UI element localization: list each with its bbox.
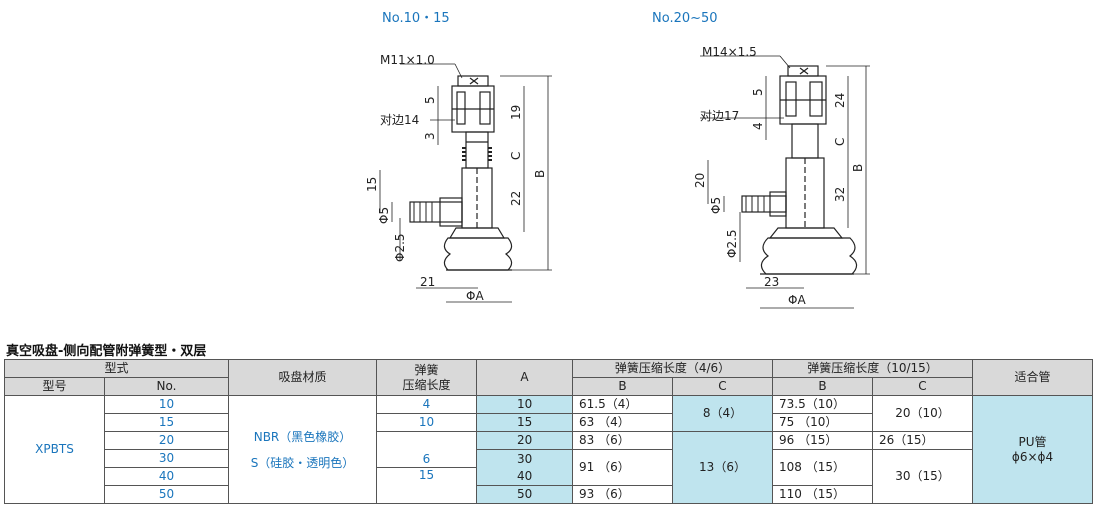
right-dim-b: B [851, 164, 865, 172]
no-cell: 40 [104, 467, 229, 486]
header-spring-line2: 压缩长度 [402, 377, 451, 392]
a-cell: 10 [476, 395, 573, 414]
header-group2: 弹簧压缩长度（10/15） [772, 359, 973, 378]
c1-cell: 13（6） [672, 431, 773, 504]
spring-cell: 4 [376, 395, 477, 414]
b2-cell: 108 （15） [772, 449, 873, 486]
right-dim-phi5: Φ5 [709, 197, 723, 214]
right-dim-5: 5 [751, 88, 765, 96]
tube-line2: ϕ6×ϕ4 [1011, 449, 1054, 464]
left-dim-phi25: Φ2.5 [393, 233, 407, 262]
table-row: 15 10 15 63 （4） 75 （10） [5, 413, 1093, 432]
right-thread-label: M14×1.5 [702, 45, 757, 59]
header-spring: 弹簧压缩长度 [376, 359, 477, 396]
no-cell: 20 [104, 431, 229, 450]
c2-cell: 30（15） [872, 449, 973, 504]
left-dim-21: 21 [420, 275, 435, 289]
left-dim-3: 3 [423, 132, 437, 140]
header-no: No. [104, 377, 229, 396]
right-dim-c: C [833, 138, 847, 146]
no-cell: 10 [104, 395, 229, 414]
left-dim-phia: ΦA [466, 289, 484, 303]
a-value: 30 [517, 451, 533, 466]
spring-cell: 10 [376, 413, 477, 432]
right-dim-phi25: Φ2.5 [725, 229, 739, 258]
b2-cell: 96 （15） [772, 431, 873, 450]
a-cell: 15 [476, 413, 573, 432]
right-drawing-title: No.20~50 [652, 11, 718, 26]
drawings-svg: No.10・15 [365, 11, 870, 309]
spring-cell: 6 [376, 431, 477, 468]
b1-cell: 91 （6） [572, 449, 673, 486]
tube-line1: PU管 [1018, 434, 1047, 449]
left-dim-22: 22 [509, 191, 523, 206]
material-cell: NBR（黑色橡胶） S（硅胶・透明色） [228, 395, 377, 504]
right-dim-24: 24 [833, 93, 847, 108]
b1-cell: 61.5（4） [572, 395, 673, 414]
b1-cell: 83 （6） [572, 431, 673, 450]
table-header-row-1: 型式 吸盘材质 弹簧压缩长度 A 弹簧压缩长度（4/6） 弹簧压缩长度（10/1… [4, 359, 1093, 396]
right-dim-20: 20 [693, 173, 707, 188]
c2-cell: 20（10） [872, 395, 973, 432]
c1-cell: 8（4） [672, 395, 773, 432]
no-cell: 15 [104, 413, 229, 432]
left-dimensions [379, 63, 552, 303]
header-model-no: 型号 [4, 377, 105, 396]
header-a: A [476, 359, 573, 396]
right-dim-32: 32 [833, 187, 847, 202]
header-b2: B [772, 377, 873, 396]
left-hex-label: 对边14 [380, 113, 419, 127]
a-cell: 20 [476, 431, 573, 450]
c2-cell: 26（15） [872, 431, 973, 450]
b1-cell: 63 （4） [572, 413, 673, 432]
no-cell: 50 [104, 485, 229, 504]
left-dim-15: 15 [365, 177, 379, 192]
left-cup-drawing [409, 75, 513, 271]
spring-cell: 15 [376, 467, 477, 504]
right-dim-phia: ΦA [788, 293, 806, 307]
left-dim-phi5: Φ5 [377, 207, 391, 224]
right-dimensions [700, 55, 870, 309]
left-dim-b: B [533, 170, 547, 178]
header-b1: B [572, 377, 673, 396]
right-dim-4: 4 [751, 122, 765, 130]
table-title: 真空吸盘-侧向配管附弹簧型・双层 [6, 344, 207, 359]
b2-cell: 110 （15） [772, 485, 873, 504]
left-dim-19: 19 [509, 105, 523, 120]
b1-cell: 93 （6） [572, 485, 673, 504]
left-drawing-title: No.10・15 [382, 11, 450, 26]
left-thread-label: M11×1.0 [380, 53, 435, 67]
left-dim-c: C [509, 152, 523, 160]
header-tube: 适合管 [972, 359, 1093, 396]
table-row: 20 6 20 83 （6） 13（6） 96 （15） 26（15） [5, 431, 1093, 504]
left-dim-5: 5 [423, 96, 437, 104]
header-spring-line1: 弹簧 [414, 362, 439, 377]
right-hex-label: 对边17 [700, 109, 739, 123]
header-material: 吸盘材质 [228, 359, 377, 396]
b2-cell: 75 （10） [772, 413, 873, 432]
table-row: 50 50 93 （6） 110 （15） [5, 485, 1093, 504]
header-group1: 弹簧压缩长度（4/6） [572, 359, 773, 378]
a-cell: 50 [476, 485, 573, 504]
table-row: XPBTS 10 NBR（黑色橡胶） S（硅胶・透明色） 4 10 61.5（4）… [4, 395, 1093, 504]
no-cell: 30 [104, 449, 229, 468]
model-cell: XPBTS [4, 395, 105, 504]
b2-cell: 73.5（10） [772, 395, 873, 414]
header-c2: C [872, 377, 973, 396]
technical-drawings: No.10・15 [365, 11, 870, 309]
material-s: S（硅胶・透明色） [250, 455, 355, 470]
header-c1: C [672, 377, 773, 396]
a-value: 40 [517, 468, 533, 483]
spec-table: 型式 吸盘材质 弹簧压缩长度 A 弹簧压缩长度（4/6） 弹簧压缩长度（10/1… [4, 359, 1093, 504]
material-nbr: NBR（黑色橡胶） [253, 429, 352, 444]
right-dim-23: 23 [764, 275, 779, 289]
header-model-type: 型式 [4, 359, 229, 378]
